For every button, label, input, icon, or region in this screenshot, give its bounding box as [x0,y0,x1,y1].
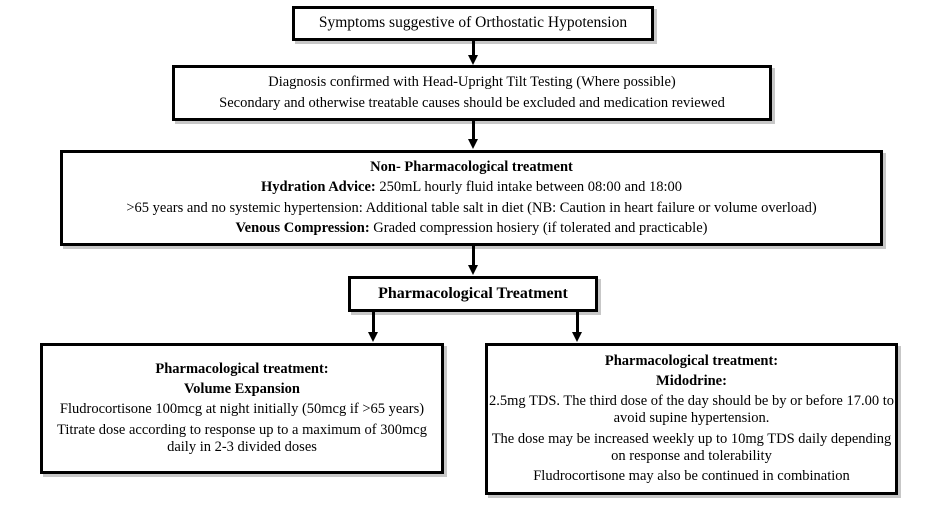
arrow-head [468,139,478,149]
node-nonpharm-compression: Venous Compression: Graded compression h… [236,220,708,237]
arrow-head [572,332,582,342]
hydration-label: Hydration Advice: [260,179,376,196]
node-nonpharm-salt: >65 years and no systemic hypertension: … [126,199,817,216]
node-volume-expansion: Pharmacological treatment: Volume Expans… [40,343,444,474]
node-midodrine-line3: Fludrocortisone may also be continued in… [533,467,850,484]
node-midodrine-line1: 2.5mg TDS. The third dose of the day sho… [488,393,894,427]
node-volume-line2: Titrate dose according to response up to… [57,421,427,455]
node-pharm-heading: Pharmacological Treatment [378,284,568,302]
arrow-head [368,332,378,342]
node-diagnosis-line1: Diagnosis confirmed with Head-Upright Ti… [268,74,676,91]
arrow-stem [372,312,375,333]
hydration-text: 250mL hourly fluid intake between 08:00 … [375,179,683,196]
node-pharmacological-treatment: Pharmacological Treatment [348,276,598,312]
compression-text: Graded compression hosiery (if tolerated… [369,219,708,236]
node-diagnosis: Diagnosis confirmed with Head-Upright Ti… [172,65,772,121]
arrow-stem [576,312,579,333]
node-nonpharm-heading: Non- Pharmacological treatment [370,159,573,176]
node-midodrine-heading2: Midodrine: [656,373,727,390]
compression-label: Venous Compression: [235,219,370,236]
node-diagnosis-line2: Secondary and otherwise treatable causes… [219,94,725,111]
node-midodrine-heading1: Pharmacological treatment: [604,353,779,370]
node-volume-line1: Fludrocortisone 100mcg at night initiall… [59,401,425,418]
node-volume-heading2: Volume Expansion [184,381,300,398]
node-symptoms: Symptoms suggestive of Orthostatic Hypot… [292,6,654,41]
node-symptoms-text: Symptoms suggestive of Orthostatic Hypot… [318,14,628,32]
node-non-pharmacological-treatment: Non- Pharmacological treatment Hydration… [60,150,883,246]
arrow-stem [472,246,475,266]
arrow-stem [472,121,475,140]
node-nonpharm-hydration: Hydration Advice: 250mL hourly fluid int… [261,179,682,196]
arrow-stem [472,41,475,56]
arrow-head [468,55,478,65]
node-volume-heading1: Pharmacological treatment: [155,361,329,378]
node-midodrine-line2: The dose may be increased weekly up to 1… [491,430,892,464]
arrow-head [468,265,478,275]
node-midodrine: Pharmacological treatment: Midodrine: 2.… [485,343,898,495]
